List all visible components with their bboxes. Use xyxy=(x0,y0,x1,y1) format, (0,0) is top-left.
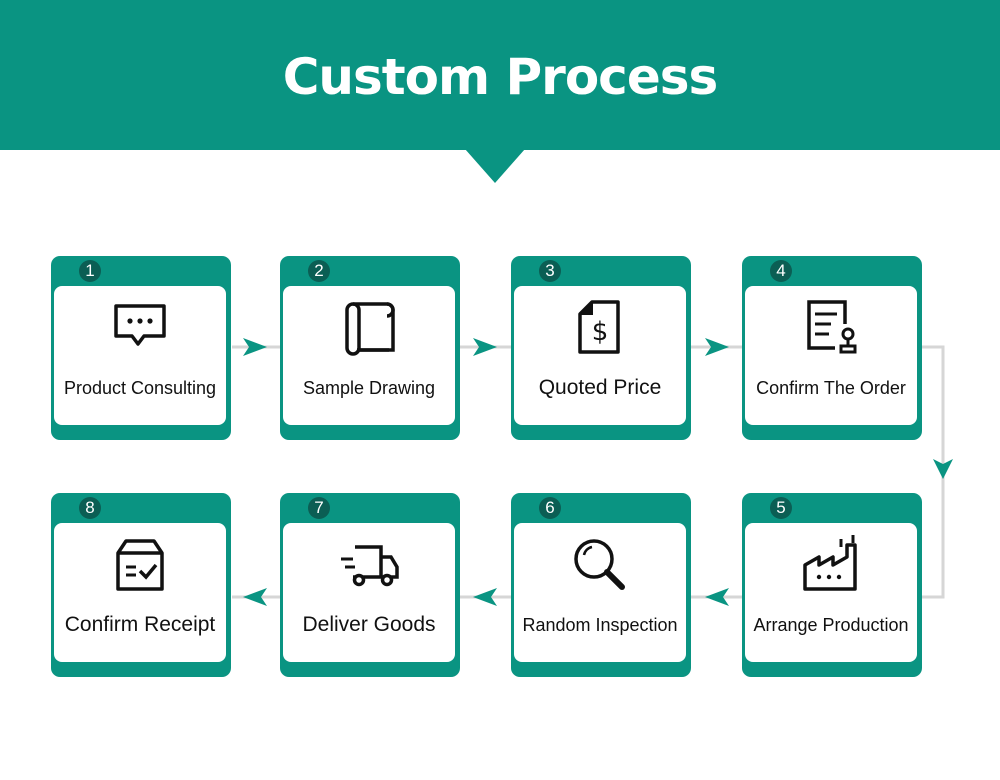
step-number: 5 xyxy=(770,497,792,519)
page-title: Custom Process xyxy=(282,48,719,106)
step-card-8: 8 Confirm Receipt xyxy=(51,493,231,677)
step-number: 2 xyxy=(308,260,330,282)
step-label: Deliver Goods xyxy=(302,613,436,636)
step-card-1: 1 Product Consulting xyxy=(51,256,231,440)
step-label: Sample Drawing xyxy=(302,378,436,398)
truck-icon xyxy=(341,545,399,587)
svg-text:$: $ xyxy=(592,317,609,347)
arrow-left-icon xyxy=(243,588,267,606)
scroll-icon xyxy=(345,302,395,356)
step-label: Quoted Price xyxy=(538,376,662,399)
magnifier-icon xyxy=(574,539,625,590)
arrow-right-icon xyxy=(705,338,729,356)
price-document-icon: $ xyxy=(578,300,620,354)
arrow-left-icon xyxy=(705,588,729,606)
step-label: Arrange Production xyxy=(753,615,909,635)
step-card-6: 6 Random Inspection xyxy=(511,493,691,677)
arrow-left-icon xyxy=(473,588,497,606)
step-number: 1 xyxy=(79,260,101,282)
banner-notch xyxy=(465,149,525,183)
arrow-down-icon xyxy=(933,459,953,479)
factory-icon xyxy=(803,535,857,591)
chat-bubble-icon xyxy=(114,304,166,346)
step-card-4: 4 Confirm The Order xyxy=(742,256,922,440)
step-number: 7 xyxy=(308,497,330,519)
step-number: 3 xyxy=(539,260,561,282)
received-box-icon xyxy=(116,539,164,591)
step-label: Confirm The Order xyxy=(756,378,906,398)
step-number: 8 xyxy=(79,497,101,519)
step-card-5: 5 Arrange Production xyxy=(742,493,922,677)
step-card-3: 3 $ Quoted Price xyxy=(511,256,691,440)
step-card-7: 7 Deliver Goods xyxy=(280,493,460,677)
step-label: Confirm Receipt xyxy=(64,613,216,636)
step-number: 4 xyxy=(770,260,792,282)
step-label: Product Consulting xyxy=(63,378,217,398)
arrow-right-icon xyxy=(243,338,267,356)
arrow-right-icon xyxy=(473,338,497,356)
step-label: Random Inspection xyxy=(522,615,678,635)
step-number: 6 xyxy=(539,497,561,519)
header-banner xyxy=(0,0,1000,150)
step-card-2: 2 Sample Drawing xyxy=(280,256,460,440)
order-stamp-icon xyxy=(807,300,857,354)
